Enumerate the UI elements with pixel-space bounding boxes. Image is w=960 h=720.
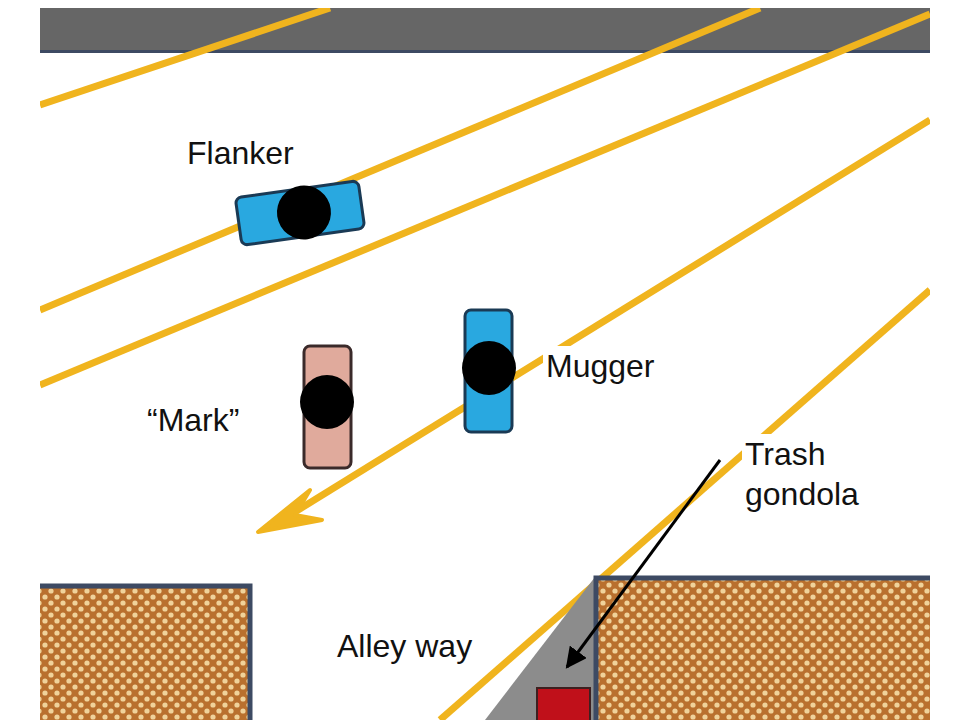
building [40,585,250,720]
scene-label: Trash gondola [742,434,913,514]
scene-label: Flanker [184,133,297,173]
building [595,577,930,720]
car-roof [273,182,334,243]
flanker-car [235,178,365,249]
parking-line [40,8,330,105]
parking-line [40,8,760,310]
car-roof [300,375,354,429]
building-wall [40,586,250,720]
top-curb [40,8,930,52]
leader-arrow [567,460,720,667]
building-wall [596,578,930,720]
scene-label: Mugger [543,346,658,386]
mugger-car [462,310,516,432]
car-body [235,181,364,246]
scene-label: “Mark” [144,400,242,440]
car-roof [462,341,516,395]
mark-car [300,346,354,468]
trash-gondola [537,688,590,720]
parking-line [290,120,930,515]
curb-edge [40,50,930,53]
traffic-arrow-head [258,490,322,532]
scene-label: Alley way [334,626,475,666]
